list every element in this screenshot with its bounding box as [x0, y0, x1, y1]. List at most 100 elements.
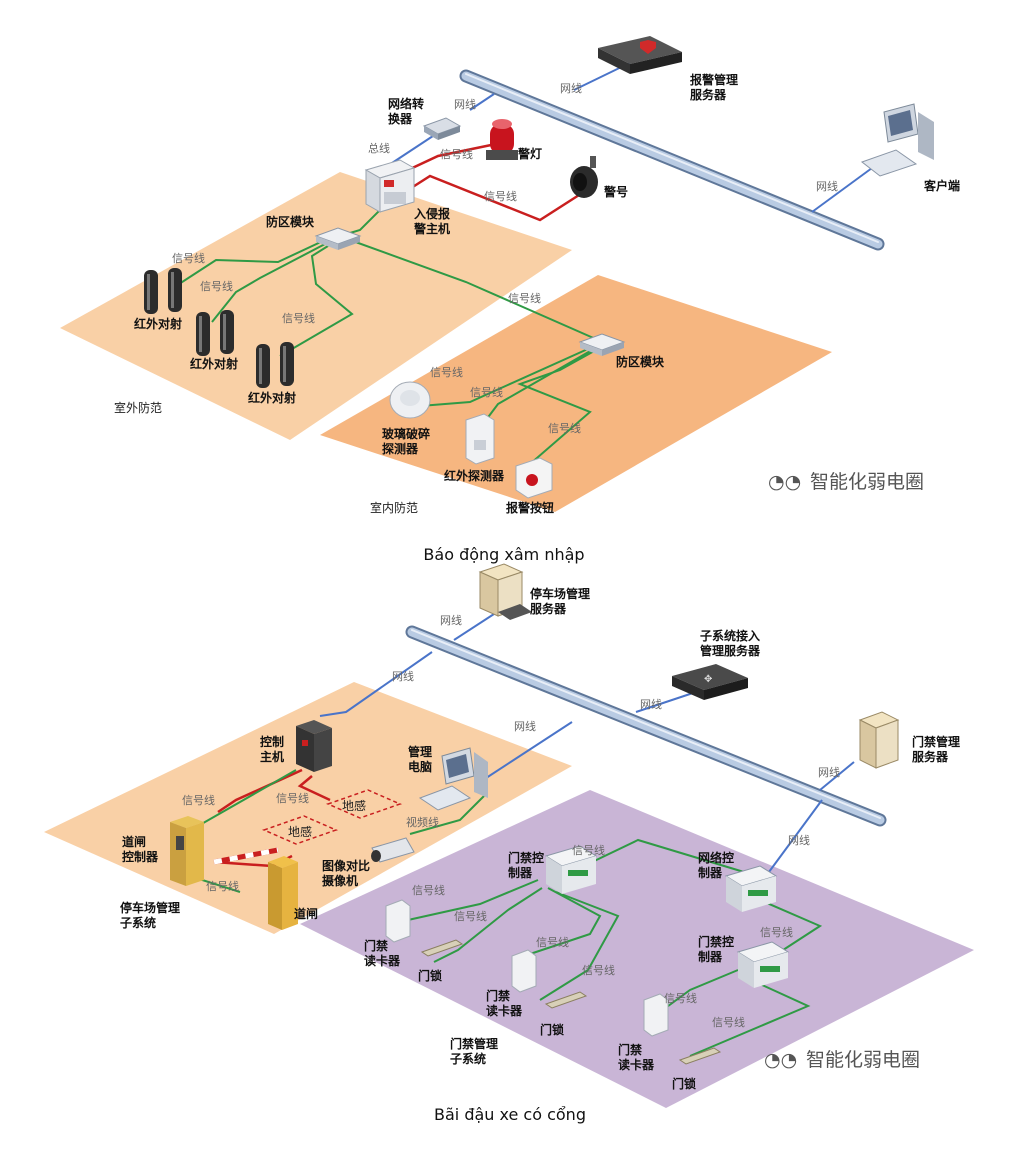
label-line: 电脑 — [408, 759, 432, 774]
network-lines-bottom — [319, 613, 855, 877]
label-line: 控制器 — [122, 849, 159, 864]
signal-line-label: 信号线 — [454, 909, 487, 923]
label-line: 子系统接入 — [700, 628, 760, 643]
label-line: 入侵报 — [414, 206, 450, 221]
ground-loop-label-2: 地感 — [288, 824, 312, 839]
gate-controller-label: 道闸控制器 — [122, 834, 159, 864]
label-line: 子系统 — [450, 1051, 486, 1066]
watermark: ◔◔ 智能化弱电圈 — [768, 471, 924, 493]
label-line: 停车场管理 — [530, 586, 590, 601]
alarm-light-icon — [486, 119, 518, 160]
ir-detector-label: 红外探测器 — [444, 468, 505, 483]
label-line: 制器 — [698, 865, 723, 880]
label-line: 门禁 — [618, 1042, 642, 1057]
control-host-label: 控制主机 — [260, 734, 284, 764]
access-subsystem-label: 门禁管理子系统 — [450, 1036, 498, 1066]
network-converter-icon — [422, 117, 462, 140]
label-line: 服务器 — [912, 749, 949, 764]
ir-beam-label-1: 红外对射 — [134, 316, 182, 331]
label-line: 探测器 — [382, 441, 419, 456]
label-line: 门禁管理 — [450, 1036, 498, 1051]
zone-module-label-2: 防区模块 — [616, 354, 665, 369]
zone-module-icon — [578, 333, 626, 356]
label-line: 玻璃破碎 — [382, 426, 430, 441]
ir-detector-icon — [465, 413, 495, 465]
signal-line-label: 信号线 — [664, 991, 697, 1005]
label-line: 门禁控 — [508, 850, 544, 865]
signal-line-label: 信号线 — [548, 421, 581, 435]
outdoor-zone-label: 室外防范 — [114, 400, 162, 415]
siren-icon — [570, 156, 598, 198]
door-lock-label-3: 门锁 — [672, 1076, 696, 1091]
signal-line-label: 信号线 — [582, 963, 615, 977]
signal-line-label: 信号线 — [760, 925, 793, 939]
card-reader-label-1: 门禁读卡器 — [364, 938, 401, 968]
alarm-line-siren — [407, 174, 591, 222]
label-line: 子系统 — [120, 915, 156, 930]
door-lock-label-1: 门锁 — [418, 968, 442, 983]
door-lock-icon — [678, 1047, 722, 1065]
label-line: 门禁 — [364, 938, 388, 953]
barrier-gate-label: 道闸 — [294, 906, 318, 921]
wechat-icon: ◔◔ — [768, 471, 801, 493]
alarm-server-label: 报警管理服务器 — [690, 72, 738, 102]
subsystem-server-label: 子系统接入管理服务器 — [700, 628, 761, 658]
label-line: 管理 — [408, 744, 432, 759]
label-line: 道闸 — [122, 834, 146, 849]
net-line-label: 网线 — [440, 613, 462, 627]
client-label: 客户端 — [923, 178, 960, 193]
watermark: ◔◔ 智能化弱电圈 — [764, 1049, 920, 1071]
outdoor-zone — [60, 172, 572, 440]
ir-beam-icon — [196, 310, 234, 356]
label-line: 报警管理 — [690, 72, 738, 87]
intrusion-diagram: 报警管理服务器 客户端 网络转换器 总线 警灯 警号 入侵报警主机 防区模块 防… — [60, 36, 960, 564]
signal-line-label: 信号线 — [470, 385, 503, 399]
signal-line-label: 信号线 — [200, 279, 233, 293]
network-controller-label: 网络控制器 — [698, 850, 734, 880]
parking-server-label: 停车场管理服务器 — [530, 586, 590, 616]
alarm-host-label: 入侵报警主机 — [413, 206, 450, 236]
wechat-icon: ◔◔ — [764, 1049, 797, 1071]
bus-line — [391, 133, 437, 164]
subsystem-server-icon: ✥ — [672, 664, 748, 700]
gate-controller-icon — [170, 816, 204, 886]
ir-beam-icon — [256, 342, 294, 388]
camera-icon — [371, 837, 415, 863]
label-line: 网络控 — [698, 850, 734, 865]
signal-line-label: 信号线 — [182, 793, 215, 807]
watermark-text: 智能化弱电圈 — [806, 1049, 920, 1071]
indoor-zone-label: 室内防范 — [370, 500, 418, 515]
bus-label: 总线 — [368, 141, 390, 155]
signal-line-label: 信号线 — [536, 935, 569, 949]
access-controller-icon — [544, 845, 598, 894]
glass-break-detector-icon — [389, 381, 431, 419]
label-line: 控制 — [260, 734, 284, 749]
indoor-zone — [320, 275, 832, 512]
intrusion-caption: Báo động xâm nhập — [423, 545, 584, 564]
parking-subsystem-label: 停车场管理子系统 — [120, 900, 180, 930]
alarm-line-light — [407, 142, 497, 172]
label-line: 停车场管理 — [120, 900, 180, 915]
net-line-converter — [469, 93, 495, 111]
net-line-label: 网线 — [640, 697, 662, 711]
net-line-label: 网线 — [788, 833, 810, 847]
signal-line-label: 信号线 — [508, 291, 541, 305]
signal-line-label: 信号线 — [276, 791, 309, 805]
parking-server-icon — [478, 563, 532, 620]
alarm-server-icon — [598, 36, 682, 74]
label-line: 服务器 — [690, 87, 727, 102]
label-line: 制器 — [508, 865, 533, 880]
ir-beam-icon — [144, 268, 182, 314]
net-line-label: 网线 — [816, 179, 838, 193]
signal-lines-bottom — [195, 769, 823, 1057]
door-lock-icon — [544, 991, 588, 1009]
client-computer-icon — [860, 103, 934, 177]
label-line: 读卡器 — [486, 1003, 523, 1018]
ground-loop-1 — [325, 789, 403, 819]
signal-line-label: 信号线 — [430, 365, 463, 379]
signal-line-label: 信号线 — [712, 1015, 745, 1029]
signal-line-label: 信号线 — [440, 147, 473, 161]
net-line-label: 网线 — [454, 97, 476, 111]
barrier-gate-icon — [213, 847, 298, 930]
signal-line-label: 信号线 — [206, 879, 239, 893]
